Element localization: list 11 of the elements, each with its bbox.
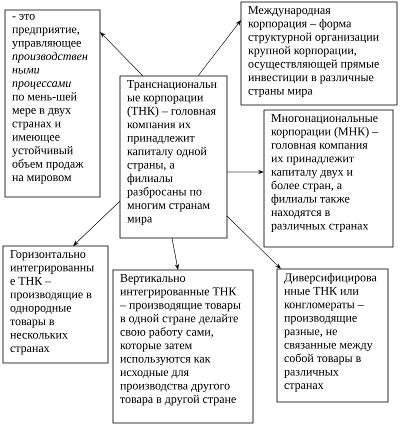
arrow xyxy=(198,20,241,76)
text-box: Горизонтально интегрированны е ТНК – производящие в однородные товары в нескольких странах xyxy=(2,246,108,364)
text-box: Международная корпорация – форма структурной организации крупной корпорации, осуществляющей прямые инвестиции в различные страны мира xyxy=(240,2,398,106)
arrow xyxy=(100,32,144,76)
text-box: Вертикально интегрированные ТНК – производящие товары в одной стране делайте свою работу сами, которые затем используются как исходные для производства другого товара в другой стране xyxy=(112,270,254,424)
arrow xyxy=(73,200,120,246)
arrow xyxy=(226,216,281,269)
text-box: Диверсифицирова нные ТНК или конгломераты – производящие разные, не связанные между собой товары в различных странах xyxy=(276,268,388,402)
text-box: Транснациональн ые корпорации (ТНК) – головная компания их принадлежит капиталу одной страны, а филиалы разбросаны по многим странам мира xyxy=(120,76,228,238)
text-box: - это предприятие, управляющее производствен ными процессами по мень-шей мере в двух странах и имеющее устойчивый объем продаж на мировом xyxy=(4,10,100,198)
text-box: Многонациональные корпорации (МНК) – головная компания их принадлежит капиталу двух и более стран, а филиалы также находятся в различных странах xyxy=(264,110,394,248)
